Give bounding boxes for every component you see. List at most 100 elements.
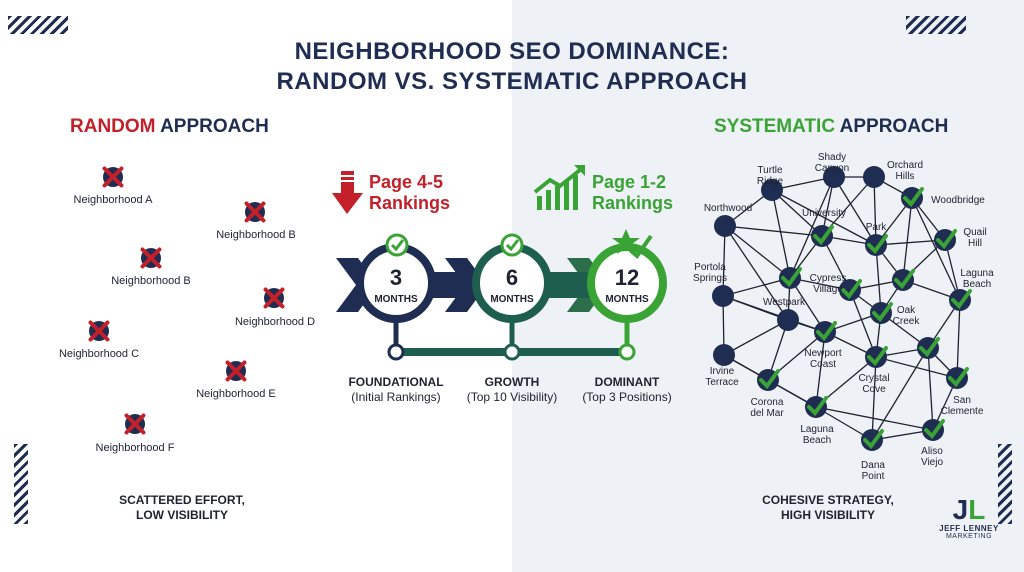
systematic-heading: SYSTEMATIC APPROACH xyxy=(714,116,948,138)
network-link xyxy=(956,299,961,379)
systematic-heading-accent: SYSTEMATIC xyxy=(714,116,836,137)
failed-node-icon xyxy=(141,248,161,268)
check-icon xyxy=(816,321,837,342)
network-link xyxy=(815,406,934,431)
network-link xyxy=(724,225,789,321)
network-node xyxy=(761,179,783,201)
network-link xyxy=(871,356,877,441)
stage-months-value: 6 xyxy=(505,265,519,290)
stage-detail: (Initial Rankings) xyxy=(351,390,441,404)
logo-mark-j: J xyxy=(952,494,969,525)
systematic-heading-rest: APPROACH xyxy=(835,116,949,137)
random-caption: SCATTERED EFFORT,LOW VISIBILITY xyxy=(119,493,245,523)
check-icon xyxy=(894,269,915,290)
random-heading: RANDOM APPROACH xyxy=(70,116,269,138)
network-link xyxy=(723,319,789,356)
network-node xyxy=(712,285,734,307)
check-icon xyxy=(759,369,780,390)
failed-node-icon xyxy=(103,167,123,187)
network-link xyxy=(871,347,929,441)
stage-months-unit: MONTHS xyxy=(605,294,649,305)
down-arrow-icon xyxy=(332,171,363,214)
logo-sub: MARKETING xyxy=(945,533,993,540)
brand-logo: JL JEFF LENNEY MARKETING xyxy=(924,496,1014,541)
after-rankings-line-2: Rankings xyxy=(592,193,674,213)
failed-node-icon xyxy=(264,288,284,308)
title-line-2: RANDOM VS. SYSTEMATIC APPROACH xyxy=(276,68,748,95)
network-node xyxy=(823,166,845,188)
stage-detail: (Top 3 Positions) xyxy=(582,390,672,404)
check-icon xyxy=(951,289,972,310)
title-line-1: NEIGHBORHOOD SEO DOMINANCE: xyxy=(294,38,730,65)
check-icon xyxy=(903,187,924,208)
network-label: Northwood xyxy=(703,203,753,214)
corner-hatch-bottom-right xyxy=(998,444,1012,524)
check-icon xyxy=(867,234,888,255)
neighborhood-label: Neighborhood E xyxy=(196,388,276,400)
timeline-dot xyxy=(503,343,521,361)
stage-name: DOMINANT xyxy=(594,375,660,389)
systematic-caption: COHESIVE STRATEGY,HIGH VISIBILITY xyxy=(762,493,894,523)
check-icon xyxy=(500,233,524,257)
failed-node-icon xyxy=(125,414,145,434)
logo-mark: JL xyxy=(924,496,1014,524)
network-label: Woodbridge xyxy=(931,195,985,206)
stage-name: FOUNDATIONAL xyxy=(348,375,444,389)
network-label: University xyxy=(802,208,846,219)
corner-hatch-bottom-left xyxy=(14,444,28,524)
network-link xyxy=(873,176,877,246)
timeline-dot xyxy=(387,343,405,361)
neighborhood-label: Neighborhood A xyxy=(73,194,153,206)
neighborhood-label: Neighborhood B xyxy=(111,275,191,287)
stage-label: FOUNDATIONAL(Initial Rankings) xyxy=(348,375,443,405)
network-link xyxy=(927,347,934,431)
failed-node-icon xyxy=(89,321,109,341)
network-link xyxy=(724,225,823,237)
systematic-caption-line-2: HIGH VISIBILITY xyxy=(780,508,875,522)
corner-hatch-top-right xyxy=(906,16,966,34)
random-caption-line-2: LOW VISIBILITY xyxy=(136,508,228,522)
check-icon xyxy=(385,233,409,257)
before-rankings-line-2: Rankings xyxy=(369,193,451,213)
check-icon xyxy=(867,346,888,367)
network-node xyxy=(863,166,885,188)
stage-detail: (Top 10 Visibility) xyxy=(466,390,558,404)
network-link xyxy=(815,331,826,408)
stage-months-value: 3 xyxy=(389,265,403,290)
failed-node-icon xyxy=(245,202,265,222)
check-icon xyxy=(948,367,969,388)
network-link xyxy=(722,225,726,297)
network-link xyxy=(771,189,877,246)
neighborhood-network xyxy=(712,166,972,451)
network-link xyxy=(902,197,913,281)
growth-chart-icon xyxy=(533,165,585,210)
check-icon xyxy=(813,225,834,246)
check-icon xyxy=(919,337,940,358)
network-link xyxy=(722,277,791,297)
network-link xyxy=(771,189,791,279)
network-link xyxy=(911,197,961,301)
network-link xyxy=(771,189,823,237)
check-icon xyxy=(924,419,945,440)
systematic-caption-line-1: COHESIVE STRATEGY, xyxy=(762,493,894,507)
network-label: Park xyxy=(865,222,887,233)
stage-name: GROWTH xyxy=(484,375,540,389)
stage-label: DOMINANT(Top 3 Positions) xyxy=(582,375,671,405)
stage-months-unit: MONTHS xyxy=(490,294,534,305)
logo-mark-l: L xyxy=(968,494,986,525)
